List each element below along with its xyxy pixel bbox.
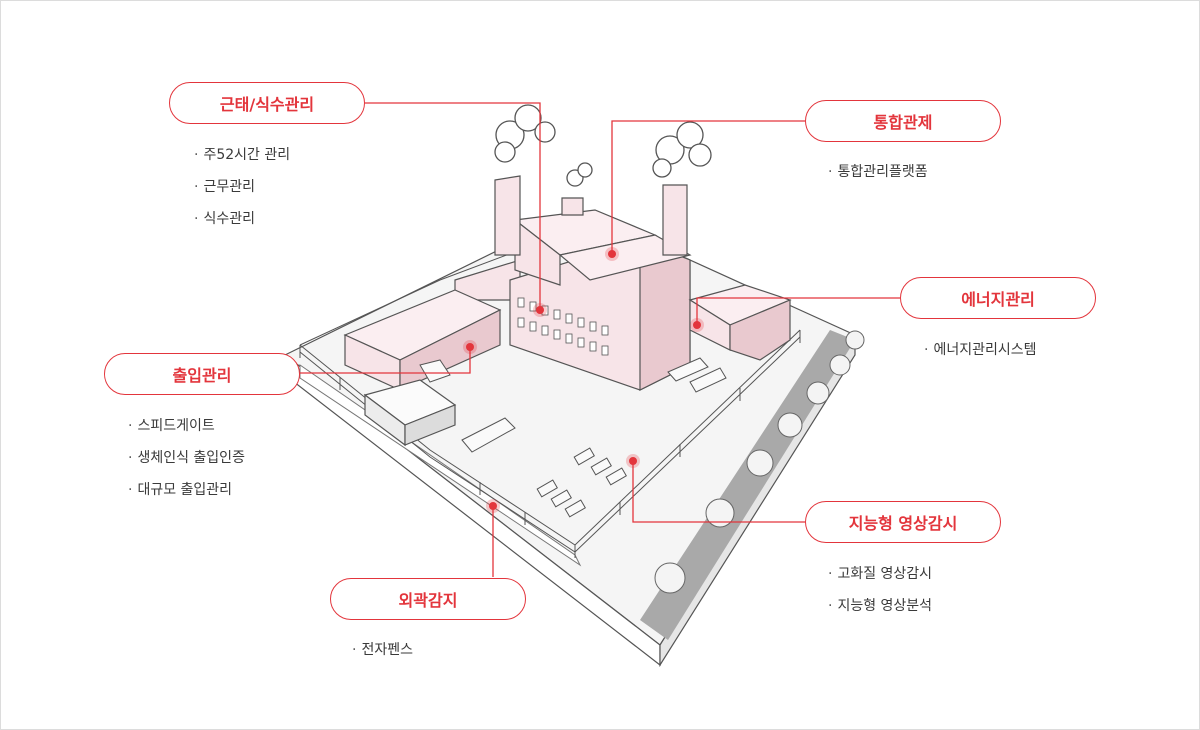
category-cctv[interactable]: 지능형 영상감시 (805, 501, 1001, 543)
category-energy[interactable]: 에너지관리 (900, 277, 1096, 319)
trucks (419, 357, 727, 453)
leader-lines (300, 102, 900, 577)
list-cctv: 고화질 영상감시 지능형 영상분석 (828, 564, 932, 628)
road (640, 330, 855, 640)
list-attendance: 주52시간 관리 근무관리 식수관리 (194, 145, 290, 241)
category-attendance[interactable]: 근태/식수관리 (169, 82, 365, 124)
main-building (454, 175, 692, 391)
list-item: 통합관리플랫폼 (828, 162, 927, 194)
list-item: 대규모 출입관리 (128, 480, 245, 512)
list-item: 주52시간 관리 (194, 145, 290, 177)
trees (654, 330, 865, 594)
category-perimeter[interactable]: 외곽감지 (330, 578, 526, 620)
list-item: 생체인식 출입인증 (128, 448, 245, 480)
warehouse-right (688, 284, 792, 361)
category-control[interactable]: 통합관제 (805, 100, 1001, 142)
hotspots (463, 247, 704, 513)
list-item: 스피드게이트 (128, 416, 245, 448)
smoke-clouds (494, 104, 712, 187)
gatehouse (363, 379, 457, 447)
category-access[interactable]: 출입관리 (104, 353, 300, 395)
list-item: 지능형 영상분석 (828, 596, 932, 628)
list-item: 고화질 영상감시 (828, 564, 932, 596)
list-item: 식수관리 (194, 209, 290, 241)
list-control: 통합관리플랫폼 (828, 162, 927, 194)
cars (536, 447, 627, 518)
list-perimeter: 전자펜스 (352, 640, 413, 672)
list-access: 스피드게이트 생체인식 출입인증 대규모 출입관리 (128, 416, 245, 512)
list-energy: 에너지관리시스템 (924, 340, 1036, 372)
list-item: 에너지관리시스템 (924, 340, 1036, 372)
list-item: 전자펜스 (352, 640, 413, 672)
list-item: 근무관리 (194, 177, 290, 209)
